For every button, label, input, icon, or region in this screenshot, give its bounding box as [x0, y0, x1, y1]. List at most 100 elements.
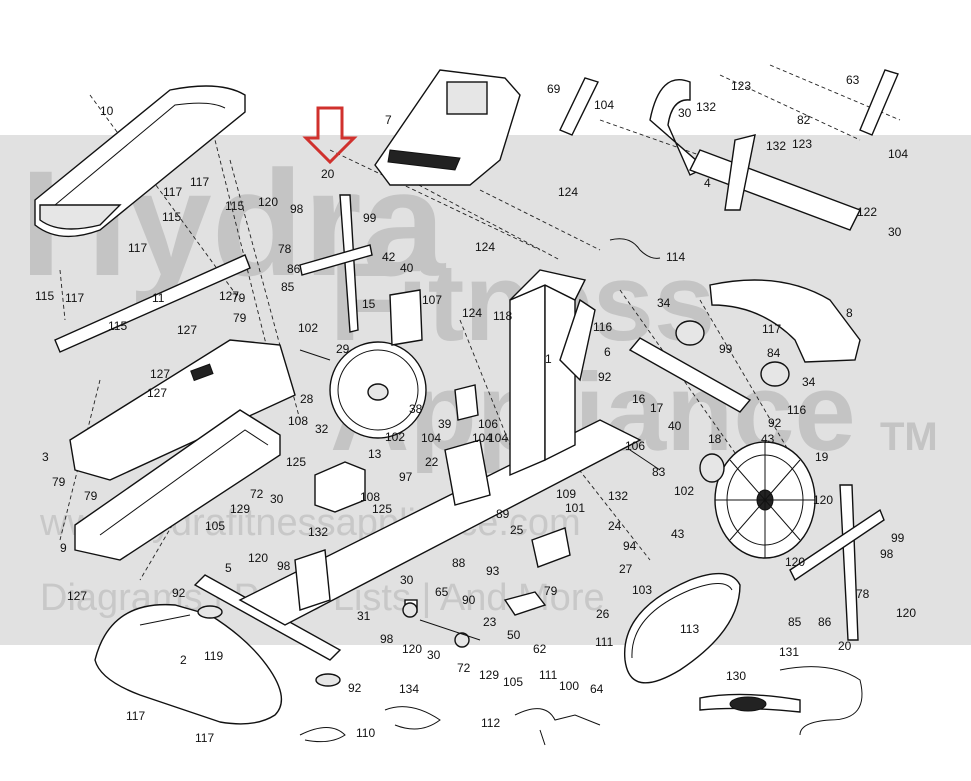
part-label: 117: [126, 709, 145, 723]
part-label: 127: [219, 289, 239, 303]
part-label: 89: [496, 507, 510, 521]
part-label: 104: [888, 147, 908, 161]
part-label: 123: [731, 79, 751, 93]
part-label: 125: [372, 502, 392, 516]
part-label: 117: [195, 731, 214, 745]
part-label: 120: [896, 606, 916, 620]
part-label: 9: [60, 541, 67, 555]
part-label: 78: [856, 587, 870, 601]
part-label: 97: [399, 470, 413, 484]
part-label: 132: [608, 489, 628, 503]
part-3-frame: [69, 339, 296, 481]
part-label: 120: [402, 642, 422, 656]
part-label: 127: [67, 589, 87, 603]
part-20-right-arm: [789, 484, 885, 641]
part-label: 100: [559, 679, 579, 693]
part-label: 92: [768, 416, 782, 430]
part-label: 120: [258, 195, 278, 209]
part-label: 99: [719, 342, 733, 356]
part-label: 82: [797, 113, 811, 127]
part-label: 117: [128, 241, 147, 255]
part-28-flywheel: [329, 341, 427, 439]
part-label: 83: [652, 465, 666, 479]
grips: [559, 69, 899, 136]
part-label: 105: [205, 519, 225, 533]
part-label: 43: [761, 432, 775, 446]
part-label: 117: [762, 322, 781, 336]
part-label: 2: [180, 653, 187, 667]
part-label: 30: [888, 225, 902, 239]
part-label: 117: [190, 175, 209, 189]
part-label: 7: [385, 113, 392, 127]
part-label: 111: [595, 635, 614, 649]
part-label: 111: [539, 668, 558, 682]
part-label: 119: [204, 649, 223, 663]
part-label: 92: [598, 370, 612, 384]
part-label: 17: [650, 401, 664, 415]
part-label: 30: [400, 573, 414, 587]
part-label: 34: [802, 375, 816, 389]
part-label: 132: [766, 139, 786, 153]
small-parts: [299, 289, 661, 648]
part-label: 42: [382, 250, 396, 264]
part-label: 127: [147, 386, 167, 400]
part-label: 8: [846, 306, 853, 320]
part-label: 108: [288, 414, 308, 428]
part-label: 99: [891, 531, 905, 545]
part-label: 114: [666, 250, 685, 264]
part-label: 104: [594, 98, 614, 112]
part-label: 69: [547, 82, 561, 96]
part-label: 104: [472, 431, 492, 445]
part-label: 134: [399, 682, 419, 696]
part-label: 101: [565, 501, 585, 515]
part-label: 93: [486, 564, 500, 578]
part-label: 30: [427, 648, 441, 662]
part-label: 120: [248, 551, 268, 565]
part-label: 43: [671, 527, 685, 541]
part-label: 22: [425, 455, 439, 469]
part-label: 84: [767, 346, 781, 360]
part-label: 129: [230, 502, 250, 516]
part-label: 40: [400, 261, 414, 275]
part-label: 34: [657, 296, 671, 310]
part-label: 123: [792, 137, 812, 151]
part-label: 30: [270, 492, 284, 506]
part-11-plate: [54, 254, 251, 353]
part-label: 65: [435, 585, 449, 599]
part-label: 105: [503, 675, 523, 689]
part-label: 129: [479, 668, 499, 682]
part-label: 117: [163, 185, 182, 199]
part-label: 31: [357, 609, 371, 623]
part-label: 90: [462, 593, 476, 607]
part-label: 18: [708, 432, 722, 446]
part-label: 63: [846, 73, 860, 87]
part-label: 127: [177, 323, 197, 337]
part-label: 115: [225, 199, 244, 213]
part-label: 23: [483, 615, 497, 629]
part-label: 62: [533, 642, 547, 656]
part-label: 38: [409, 402, 423, 416]
part-label: 86: [818, 615, 832, 629]
part-label: 108: [360, 490, 380, 504]
part-label: 115: [108, 319, 127, 333]
part-label: 5: [225, 561, 232, 575]
part-label: 107: [422, 293, 442, 307]
part-6-rear-stabilizer: [628, 320, 790, 413]
part-label: 118: [493, 309, 512, 323]
part-label: 24: [608, 519, 622, 533]
part-label: 25: [510, 523, 524, 537]
part-label: 124: [462, 306, 482, 320]
part-label: 130: [726, 669, 746, 683]
part-label: 10: [100, 104, 114, 118]
part-label: 88: [452, 556, 466, 570]
part-label: 98: [277, 559, 291, 573]
part-label: 79: [232, 291, 246, 305]
part-label: 104: [488, 431, 508, 445]
part-label: 30: [678, 106, 692, 120]
part-label: 99: [363, 211, 377, 225]
part-label: 72: [457, 661, 471, 675]
part-label: 85: [788, 615, 802, 629]
part-113-belt: [624, 572, 741, 684]
part-label: 117: [65, 291, 84, 305]
part-label: 120: [785, 555, 805, 569]
